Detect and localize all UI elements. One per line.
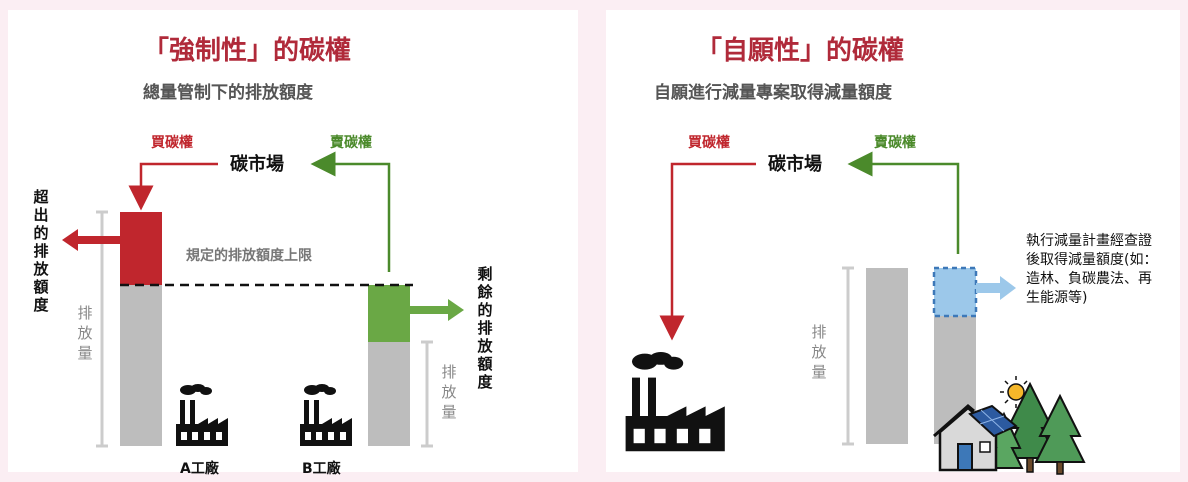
tree-icon <box>1034 393 1086 475</box>
mandatory-diagram-graphics <box>62 151 464 448</box>
factory-icon <box>176 384 228 446</box>
voluntary-carbon-credit-panel: 「自願性」的碳權 自願進行減量專案取得減量額度 買碳權 賣碳權 碳市場 排放量 … <box>606 10 1180 475</box>
emission-axis-label-b: 排放量 <box>441 363 457 421</box>
excess-emission-label: 超出的排放額度 <box>33 188 49 314</box>
solar-panel-icon <box>968 404 1018 438</box>
sell-credit-label: 賣碳權 <box>330 135 372 151</box>
factory-b-surplus-bar <box>368 285 410 342</box>
factory-a-emission-bar <box>120 285 162 446</box>
carbon-market-label: 碳市場 <box>768 154 822 175</box>
renewable-scene <box>933 376 1086 475</box>
sell-credit-arrow <box>847 151 960 254</box>
emission-bracket-a <box>96 210 108 448</box>
mandatory-title: 「強制性」的碳權 <box>143 36 352 66</box>
sell-credit-arrow <box>310 151 391 272</box>
factory-a-excess-bar <box>120 212 162 285</box>
buy-credit-arrow <box>128 162 218 211</box>
factory-b-emission-bar <box>368 342 410 446</box>
credit-arrow <box>976 276 1016 300</box>
reduction-credit-box <box>932 266 978 318</box>
carbon-market-label: 碳市場 <box>230 154 284 175</box>
surplus-arrow <box>410 299 464 321</box>
factory-b-label: B工廠 <box>302 461 341 477</box>
emission-bracket <box>842 266 854 446</box>
voluntary-diagram-graphics <box>625 151 1086 475</box>
excess-arrow <box>62 229 120 251</box>
emission-axis-label: 排放量 <box>811 323 827 381</box>
factory-icon <box>625 352 725 452</box>
surplus-emission-label: 剩餘的排放額度 <box>477 265 493 391</box>
mandatory-subtitle: 總量管制下的排放額度 <box>143 83 313 103</box>
buy-credit-label: 買碳權 <box>151 135 193 151</box>
factory-icon <box>300 384 352 446</box>
factory-a-label: A工廠 <box>180 461 219 477</box>
emission-bar <box>866 268 908 444</box>
emission-cap-label: 規定的排放額度上限 <box>186 248 312 264</box>
buy-credit-label: 買碳權 <box>688 135 730 151</box>
sell-credit-label: 賣碳權 <box>874 135 916 151</box>
buy-credit-arrow <box>659 162 756 341</box>
emission-axis-label-a: 排放量 <box>77 304 93 362</box>
emission-bracket-b <box>421 340 433 448</box>
mandatory-carbon-credit-panel: 「強制性」的碳權 總量管制下的排放額度 買碳權 賣碳權 碳市場 超出的排放額度 … <box>8 10 578 477</box>
voluntary-title: 「自願性」的碳權 <box>696 36 905 66</box>
reduction-project-note: 執行減量計畫經查證後取得減量額度(如：造林、負碳農法、再生能源等) <box>1026 233 1158 306</box>
voluntary-subtitle: 自願進行減量專案取得減量額度 <box>654 83 892 103</box>
